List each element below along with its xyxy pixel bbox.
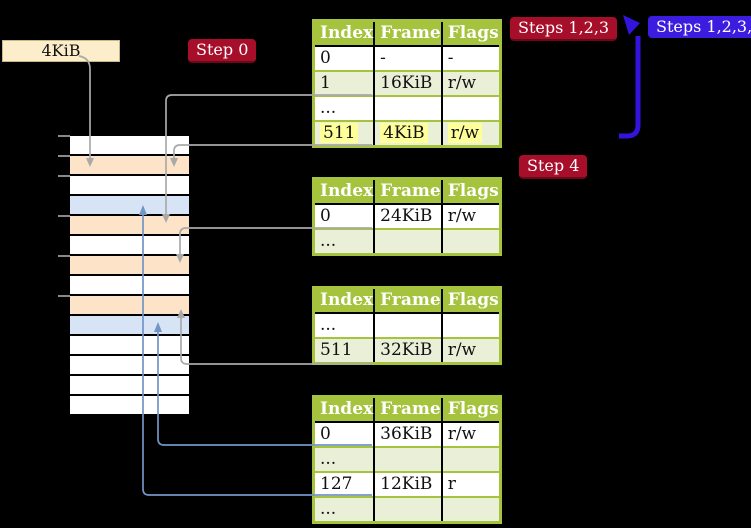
table-row: ... xyxy=(313,496,501,523)
table-row: ... xyxy=(313,446,501,472)
table-cell xyxy=(373,228,442,255)
memory-page-row xyxy=(70,376,189,394)
steps-1234-badge: Steps 1,2,3,4 xyxy=(648,16,751,38)
table-row: ... xyxy=(314,313,501,338)
table-cell: ... xyxy=(313,496,375,523)
memory-page-row xyxy=(70,276,189,294)
table-row: ... xyxy=(313,228,501,255)
table-cell xyxy=(440,228,501,255)
column-header: Frame xyxy=(373,178,442,205)
table-cell xyxy=(373,446,442,472)
table-cell: r/w xyxy=(440,70,501,96)
column-header: Index xyxy=(313,396,375,423)
column-header: Index xyxy=(313,20,375,47)
memory-page-row xyxy=(70,256,189,274)
memory-page-row xyxy=(70,336,189,354)
memory-page-row xyxy=(70,176,189,194)
column-header: Index xyxy=(313,178,375,205)
memory-page-row xyxy=(70,236,189,254)
table-cell: 16KiB xyxy=(373,70,442,96)
table-cell: 12KiB xyxy=(373,471,442,497)
memory-page-row xyxy=(70,356,189,374)
table-cell: 0 xyxy=(320,48,331,68)
memory-page-row xyxy=(70,216,189,234)
table-cell: 511 xyxy=(313,337,375,364)
table-cell xyxy=(373,313,442,338)
table-cell: 0 xyxy=(320,206,331,226)
column-header: Frame xyxy=(373,287,442,314)
column-header: Index xyxy=(313,287,375,314)
table-cell xyxy=(440,95,501,121)
memory-page-row xyxy=(70,156,189,174)
memory-page-row xyxy=(70,136,189,154)
memory-page-row xyxy=(70,316,189,334)
table-cell xyxy=(440,496,501,523)
column-header: Frame xyxy=(373,20,442,47)
table-cell: 36KiB xyxy=(373,422,442,447)
memory-tick-marks xyxy=(58,135,70,297)
step-0-badge: Step 0 xyxy=(188,39,257,63)
memory-page-row xyxy=(70,196,189,214)
table-cell: 0 xyxy=(320,424,331,444)
table-cell: - xyxy=(440,46,501,71)
table-cell: ... xyxy=(313,228,375,255)
table-row: 0 -- xyxy=(314,46,501,71)
table-cell xyxy=(373,95,442,121)
column-header: Flags xyxy=(440,287,501,314)
table-cell xyxy=(373,496,442,523)
physical-memory-column xyxy=(70,136,189,416)
memory-page-row xyxy=(70,296,189,314)
table-cell: r/w xyxy=(440,422,501,447)
table-cell: 4KiB xyxy=(373,120,442,147)
table-cell: 1 xyxy=(313,70,375,96)
steps-123-badge: Steps 1,2,3 xyxy=(510,17,618,41)
memory-page-row xyxy=(70,396,189,414)
arrow-steps-1234-loop xyxy=(619,15,641,139)
arrow-table1-row511-to-frame xyxy=(170,144,372,167)
table-row: ... xyxy=(313,95,501,121)
page-size-label: 4KiB xyxy=(2,40,120,62)
table-cell xyxy=(440,313,501,338)
table-cell: r/w xyxy=(440,337,501,364)
column-header: Frame xyxy=(373,396,442,423)
column-header: Flags xyxy=(440,396,501,423)
step-4-badge: Step 4 xyxy=(519,155,588,179)
table-cell: - xyxy=(373,46,442,71)
table-cell: ... xyxy=(313,95,375,121)
table-cell: ... xyxy=(320,315,337,335)
table-cell: 127 xyxy=(313,471,375,497)
column-header: Flags xyxy=(440,178,501,205)
table-cell xyxy=(440,446,501,472)
table-cell: 511 xyxy=(313,120,375,147)
table-cell: 32KiB xyxy=(373,337,442,364)
column-header: Flags xyxy=(440,20,501,47)
table-cell: r/w xyxy=(440,204,501,229)
table-cell: r/w xyxy=(440,120,501,147)
table-cell: ... xyxy=(313,446,375,472)
table-cell: r xyxy=(440,471,501,497)
table-cell: 24KiB xyxy=(373,204,442,229)
